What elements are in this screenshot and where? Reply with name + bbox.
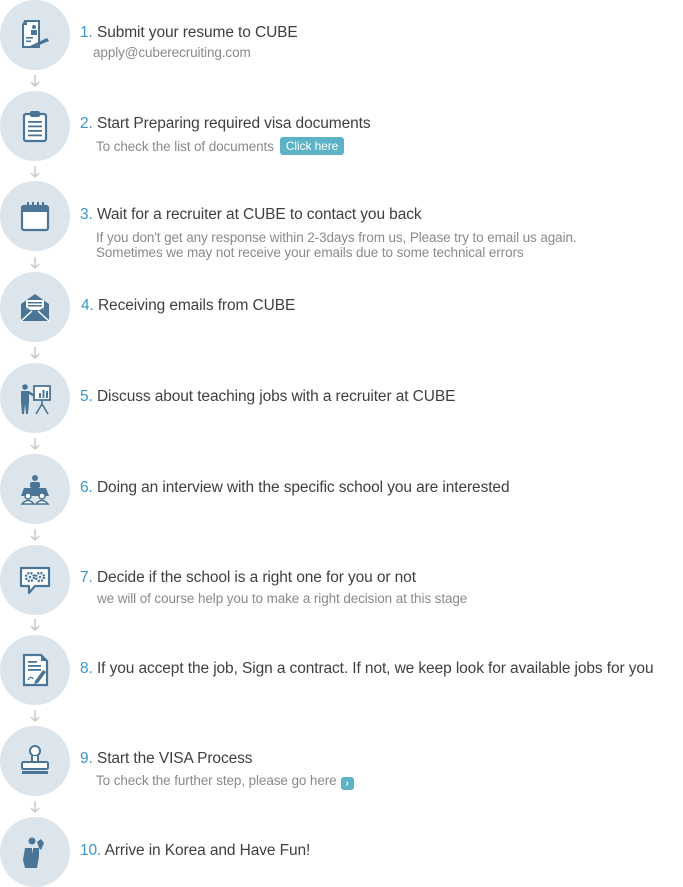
step-6-circle (0, 454, 70, 524)
step-6: 6. Doing an interview with the specific … (0, 454, 683, 524)
down-arrow-icon (30, 710, 40, 723)
step-5-title: 5. Discuss about teaching jobs with a re… (80, 388, 456, 405)
step-10: 10. Arrive in Korea and Have Fun! (0, 817, 683, 887)
step-9-title: 9. Start the VISA Process (80, 750, 253, 767)
step-1-title: 1. Submit your resume to CUBE (80, 24, 298, 41)
step-4-circle (0, 272, 70, 342)
step-9: 9. Start the VISA Process To check the f… (0, 726, 683, 796)
step-9-circle (0, 726, 70, 796)
step-9-desc: To check the further step, please go her… (96, 773, 354, 790)
step-1-email: apply@cuberecruiting.com (93, 45, 251, 60)
step-1-circle (0, 0, 70, 70)
click-here-button[interactable]: Click here (279, 137, 345, 155)
gears-chat-icon (19, 566, 51, 595)
businessman-icon (23, 837, 44, 868)
contract-icon (22, 653, 49, 687)
step-8-title: 8. If you accept the job, Sign a contrac… (80, 660, 654, 677)
down-arrow-icon (30, 166, 40, 179)
step-8-circle (0, 635, 70, 705)
go-here-arrow-button[interactable]: › (340, 777, 354, 790)
down-arrow-icon (30, 75, 40, 88)
step-7-desc: we will of course help you to make a rig… (97, 591, 468, 606)
step-10-circle (0, 817, 70, 887)
step-7: 7. Decide if the school is a right one f… (0, 545, 683, 615)
step-2-circle (0, 91, 70, 161)
interview-icon (20, 475, 50, 505)
stamp-icon (21, 745, 49, 774)
envelope-icon (20, 294, 50, 322)
resume-icon (22, 20, 49, 48)
step-10-title: 10. Arrive in Korea and Have Fun! (80, 842, 311, 859)
step-3-desc-line1: If you don't get any response within 2-3… (96, 230, 577, 245)
down-arrow-icon (30, 257, 40, 270)
down-arrow-icon (30, 801, 40, 814)
clipboard-icon (22, 111, 48, 143)
step-4-title: 4. Receiving emails from CUBE (81, 297, 296, 314)
step-5: 5. Discuss about teaching jobs with a re… (0, 363, 683, 433)
step-7-title: 7. Decide if the school is a right one f… (80, 569, 416, 586)
step-8: 8. If you accept the job, Sign a contrac… (0, 635, 683, 705)
step-3-title: 3. Wait for a recruiter at CUBE to conta… (80, 206, 422, 223)
step-3-desc-line2: Sometimes we may not receive your emails… (96, 245, 524, 260)
step-2: 2. Start Preparing required visa documen… (0, 91, 683, 161)
step-7-circle (0, 545, 70, 615)
step-3: 3. Wait for a recruiter at CUBE to conta… (0, 181, 683, 260)
presentation-icon (21, 384, 51, 415)
step-1: 1. Submit your resume to CUBE apply@cube… (0, 0, 683, 70)
down-arrow-icon (30, 438, 40, 451)
down-arrow-icon (30, 347, 40, 360)
down-arrow-icon (30, 529, 40, 542)
step-6-title: 6. Doing an interview with the specific … (80, 479, 510, 496)
step-3-circle (0, 181, 70, 251)
step-4: 4. Receiving emails from CUBE (0, 272, 683, 342)
calendar-icon (20, 202, 50, 232)
step-2-title: 2. Start Preparing required visa documen… (80, 115, 371, 132)
step-5-circle (0, 363, 70, 433)
down-arrow-icon (30, 619, 40, 632)
